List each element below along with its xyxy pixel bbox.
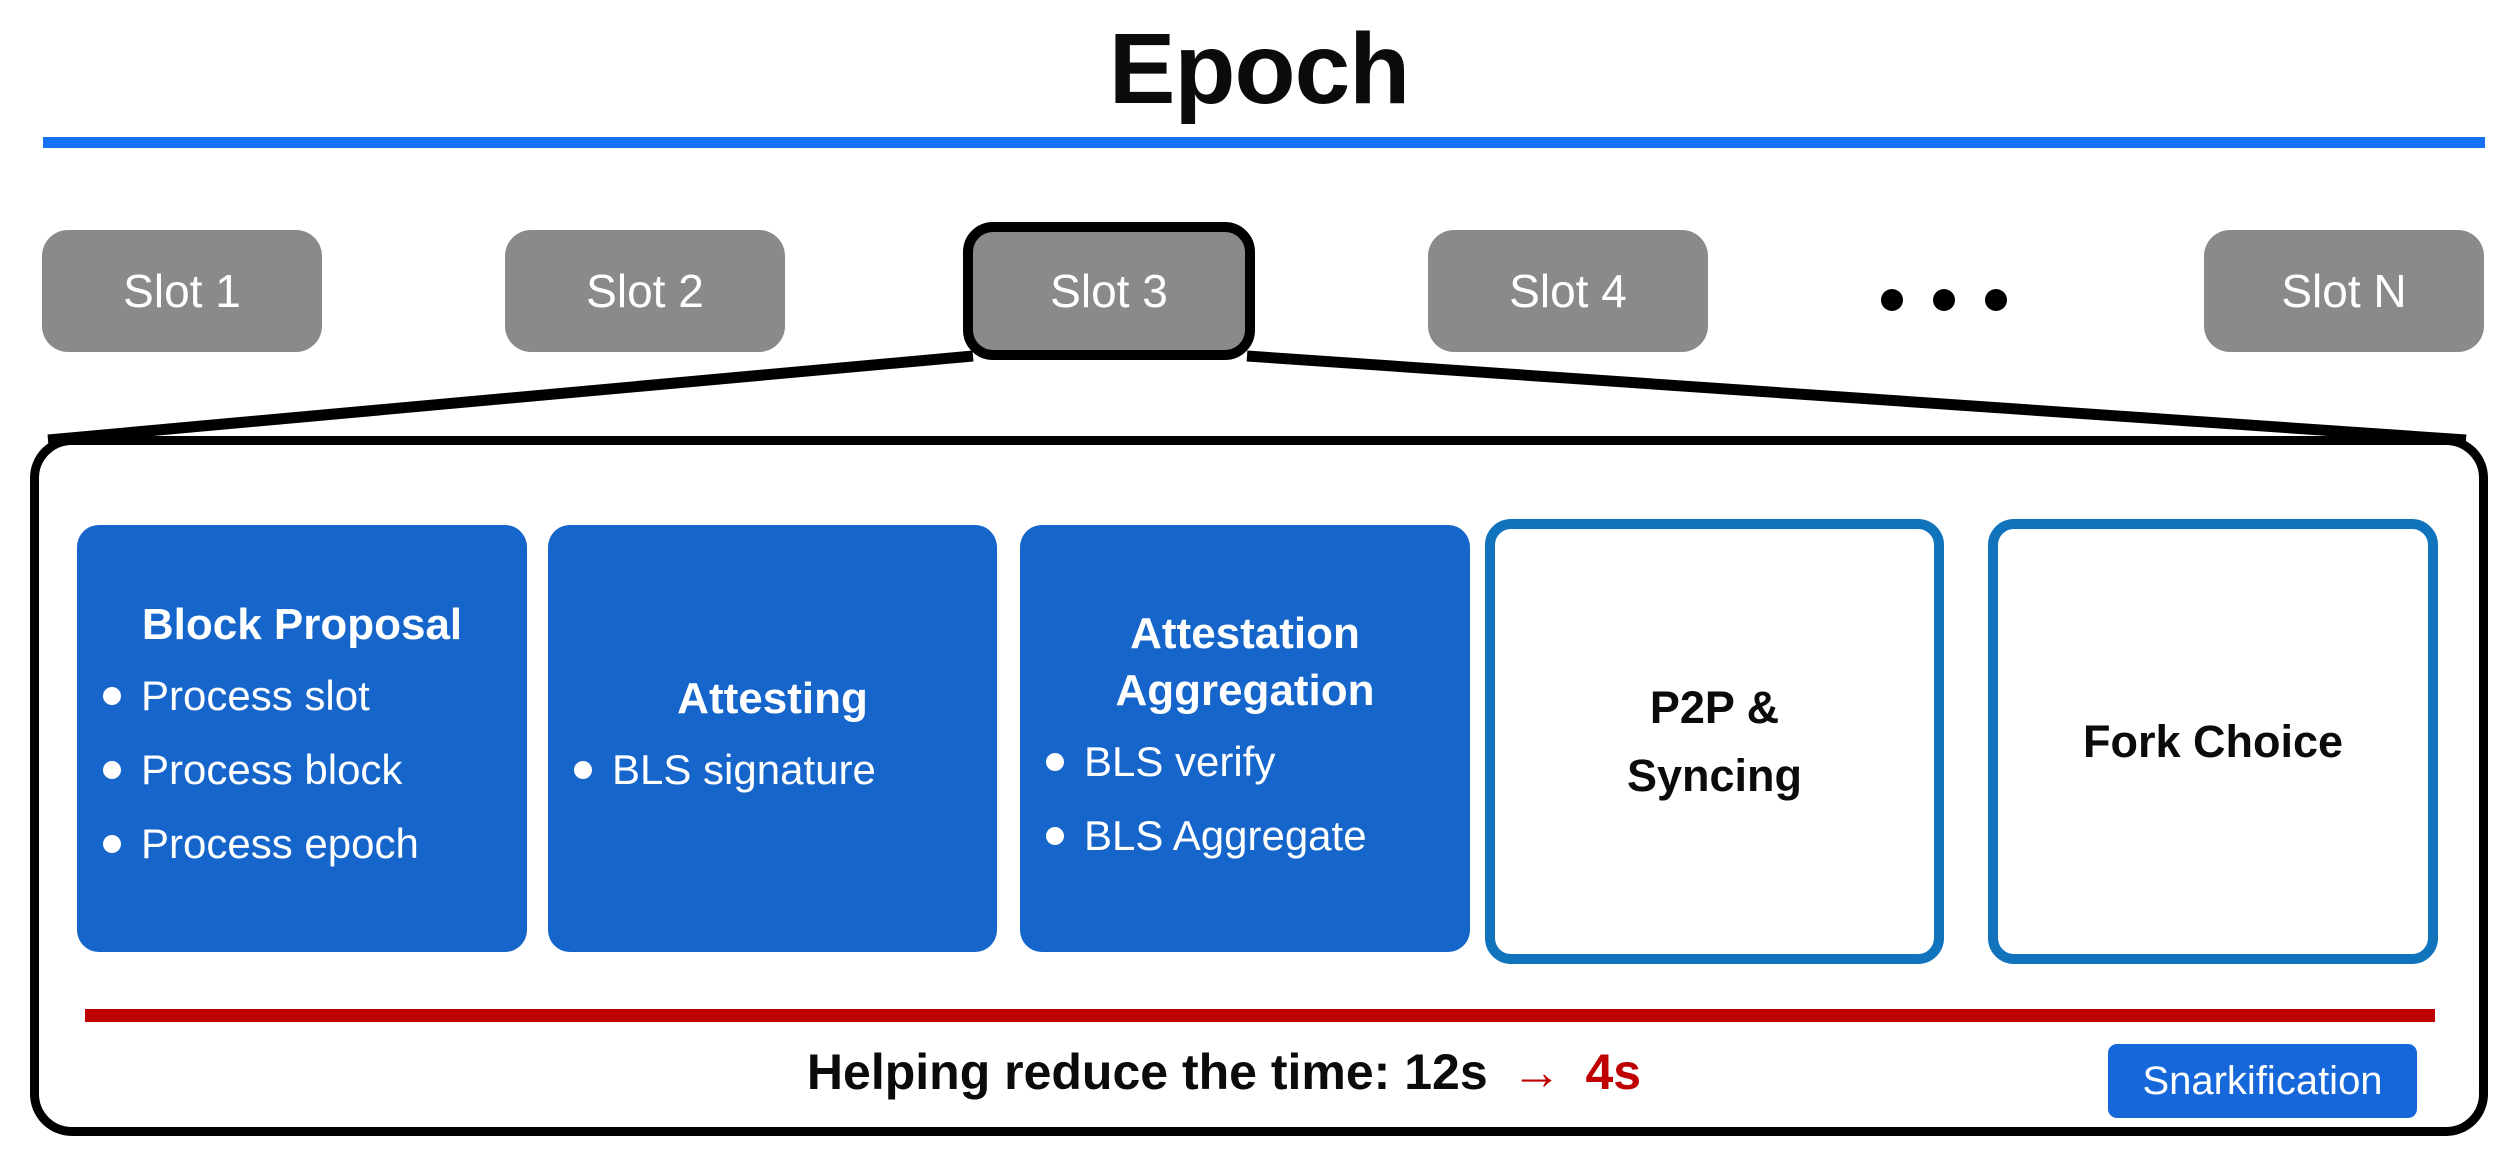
bullet-dot-icon <box>103 761 121 779</box>
card-title: Block Proposal <box>141 600 463 649</box>
ellipsis-dot <box>1881 289 1903 311</box>
card-fork-choice: Fork Choice <box>1988 519 2438 964</box>
slot-item-4: Slot 4 <box>1428 230 1708 352</box>
slot-item-1: Slot 1 <box>42 230 322 352</box>
card-attestation-aggregation: Attestation Aggregation BLS verify BLS A… <box>1020 525 1470 952</box>
timing-message-text: Helping reduce the time: 12s <box>806 1044 1488 1100</box>
card-title: Syncing <box>1626 749 1803 801</box>
ellipsis-dots-icon <box>1881 289 2007 311</box>
bullet-dot-icon <box>103 835 121 853</box>
card-title: Fork Choice <box>2082 715 2344 767</box>
bullet-dot-icon <box>1046 826 1064 845</box>
timing-message: Helping reduce the time: 12s → 4s <box>79 1036 2369 1108</box>
card-attesting: Attesting BLS signature <box>548 525 997 952</box>
bullet-dot-icon <box>574 761 592 779</box>
snarkification-badge: Snarkification <box>2108 1044 2417 1118</box>
bullet-label: Process slot <box>141 672 370 719</box>
page-title: Epoch <box>1108 13 1411 125</box>
ellipsis-dot <box>1985 289 2007 311</box>
bullet-dot-icon <box>103 687 121 705</box>
bullet-item: BLS signature <box>572 733 973 807</box>
card-title: Attesting <box>677 674 868 723</box>
bullet-label: BLS Aggregate <box>1084 811 1367 859</box>
timing-divider-line <box>85 1009 2435 1022</box>
slot-item-2: Slot 2 <box>505 230 785 352</box>
card-title: P2P & <box>1649 681 1780 733</box>
timing-highlight: 4s <box>1585 1044 1642 1100</box>
card-block-proposal: Block Proposal Process slot Process bloc… <box>77 525 527 952</box>
slot-item-n: Slot N <box>2204 230 2484 352</box>
slot3-detail-panel: Block Proposal Process slot Process bloc… <box>30 436 2488 1136</box>
bullet-label: Process epoch <box>141 820 419 867</box>
bullet-label: Process block <box>141 746 403 793</box>
epoch-timeline-bar <box>43 137 2485 148</box>
bullet-item: Process epoch <box>101 807 503 881</box>
bullet-item: BLS verify <box>1044 725 1446 799</box>
bullet-label: BLS signature <box>612 746 876 793</box>
ellipsis-dot <box>1933 289 1955 311</box>
bullet-item: Process block <box>101 733 503 807</box>
card-p2p-syncing: P2P & Syncing <box>1485 519 1944 964</box>
bullet-label: BLS verify <box>1084 737 1276 785</box>
right-arrow-icon: → <box>1511 1044 1562 1100</box>
bullet-item: Process slot <box>101 659 503 733</box>
bullet-item: BLS Aggregate <box>1044 799 1446 873</box>
card-title: Attestation Aggregation <box>1115 608 1375 715</box>
slot-item-3-highlighted: Slot 3 <box>963 222 1255 360</box>
bullet-dot-icon <box>1046 752 1064 771</box>
